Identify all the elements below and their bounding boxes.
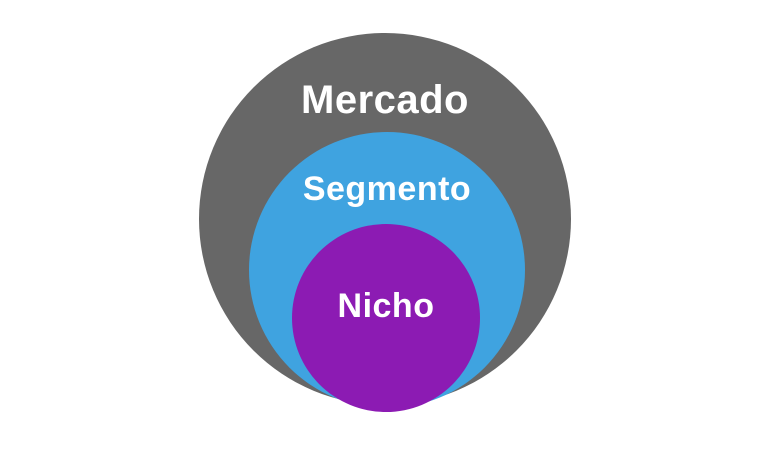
circle-nicho xyxy=(292,224,480,412)
label-nicho: Nicho xyxy=(337,287,435,325)
label-segmento: Segmento xyxy=(302,170,472,208)
label-mercado: Mercado xyxy=(301,78,469,122)
